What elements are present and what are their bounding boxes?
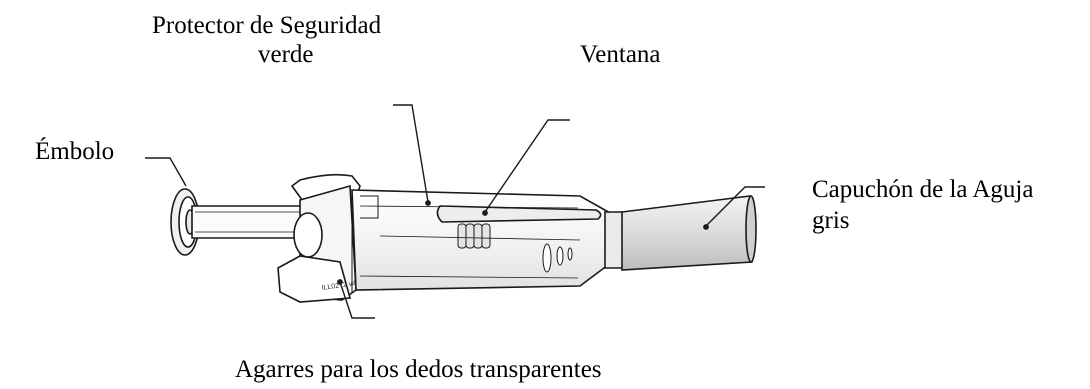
finger-grip-hole xyxy=(293,212,323,258)
needle-cap xyxy=(604,195,757,271)
leader-cap xyxy=(705,186,765,227)
leader-lines xyxy=(145,104,765,319)
finger-grips xyxy=(277,173,361,303)
spring-coil xyxy=(457,223,491,249)
body-oval-3 xyxy=(567,247,573,261)
body-oval-2 xyxy=(556,246,564,266)
label-protector-line2: verde xyxy=(258,41,314,68)
needle-cap-end xyxy=(745,195,757,263)
label-window: Ventana xyxy=(580,41,661,68)
label-finger-grips: Agarres para los dedos transparentes xyxy=(235,356,602,383)
label-protector-line1: Protector de Seguridad xyxy=(152,12,382,39)
label-cap-line2: gris xyxy=(812,207,850,234)
finger-grip-bottom xyxy=(277,255,352,303)
leader-window xyxy=(484,119,570,213)
leader-plunger xyxy=(145,157,187,187)
needle-cap-body xyxy=(621,195,755,271)
label-plunger: Émbolo xyxy=(35,138,115,165)
plunger xyxy=(170,188,306,256)
body-oval-1 xyxy=(542,243,552,273)
window-slot xyxy=(436,205,602,223)
leader-grips xyxy=(339,281,375,319)
label-cap-line1: Capuchón de la Aguja xyxy=(812,176,1034,203)
plunger-rod xyxy=(191,205,306,239)
syringe-body xyxy=(351,189,613,291)
leader-protector xyxy=(393,104,429,203)
reference-code: ILL0272 v4 xyxy=(321,280,356,292)
